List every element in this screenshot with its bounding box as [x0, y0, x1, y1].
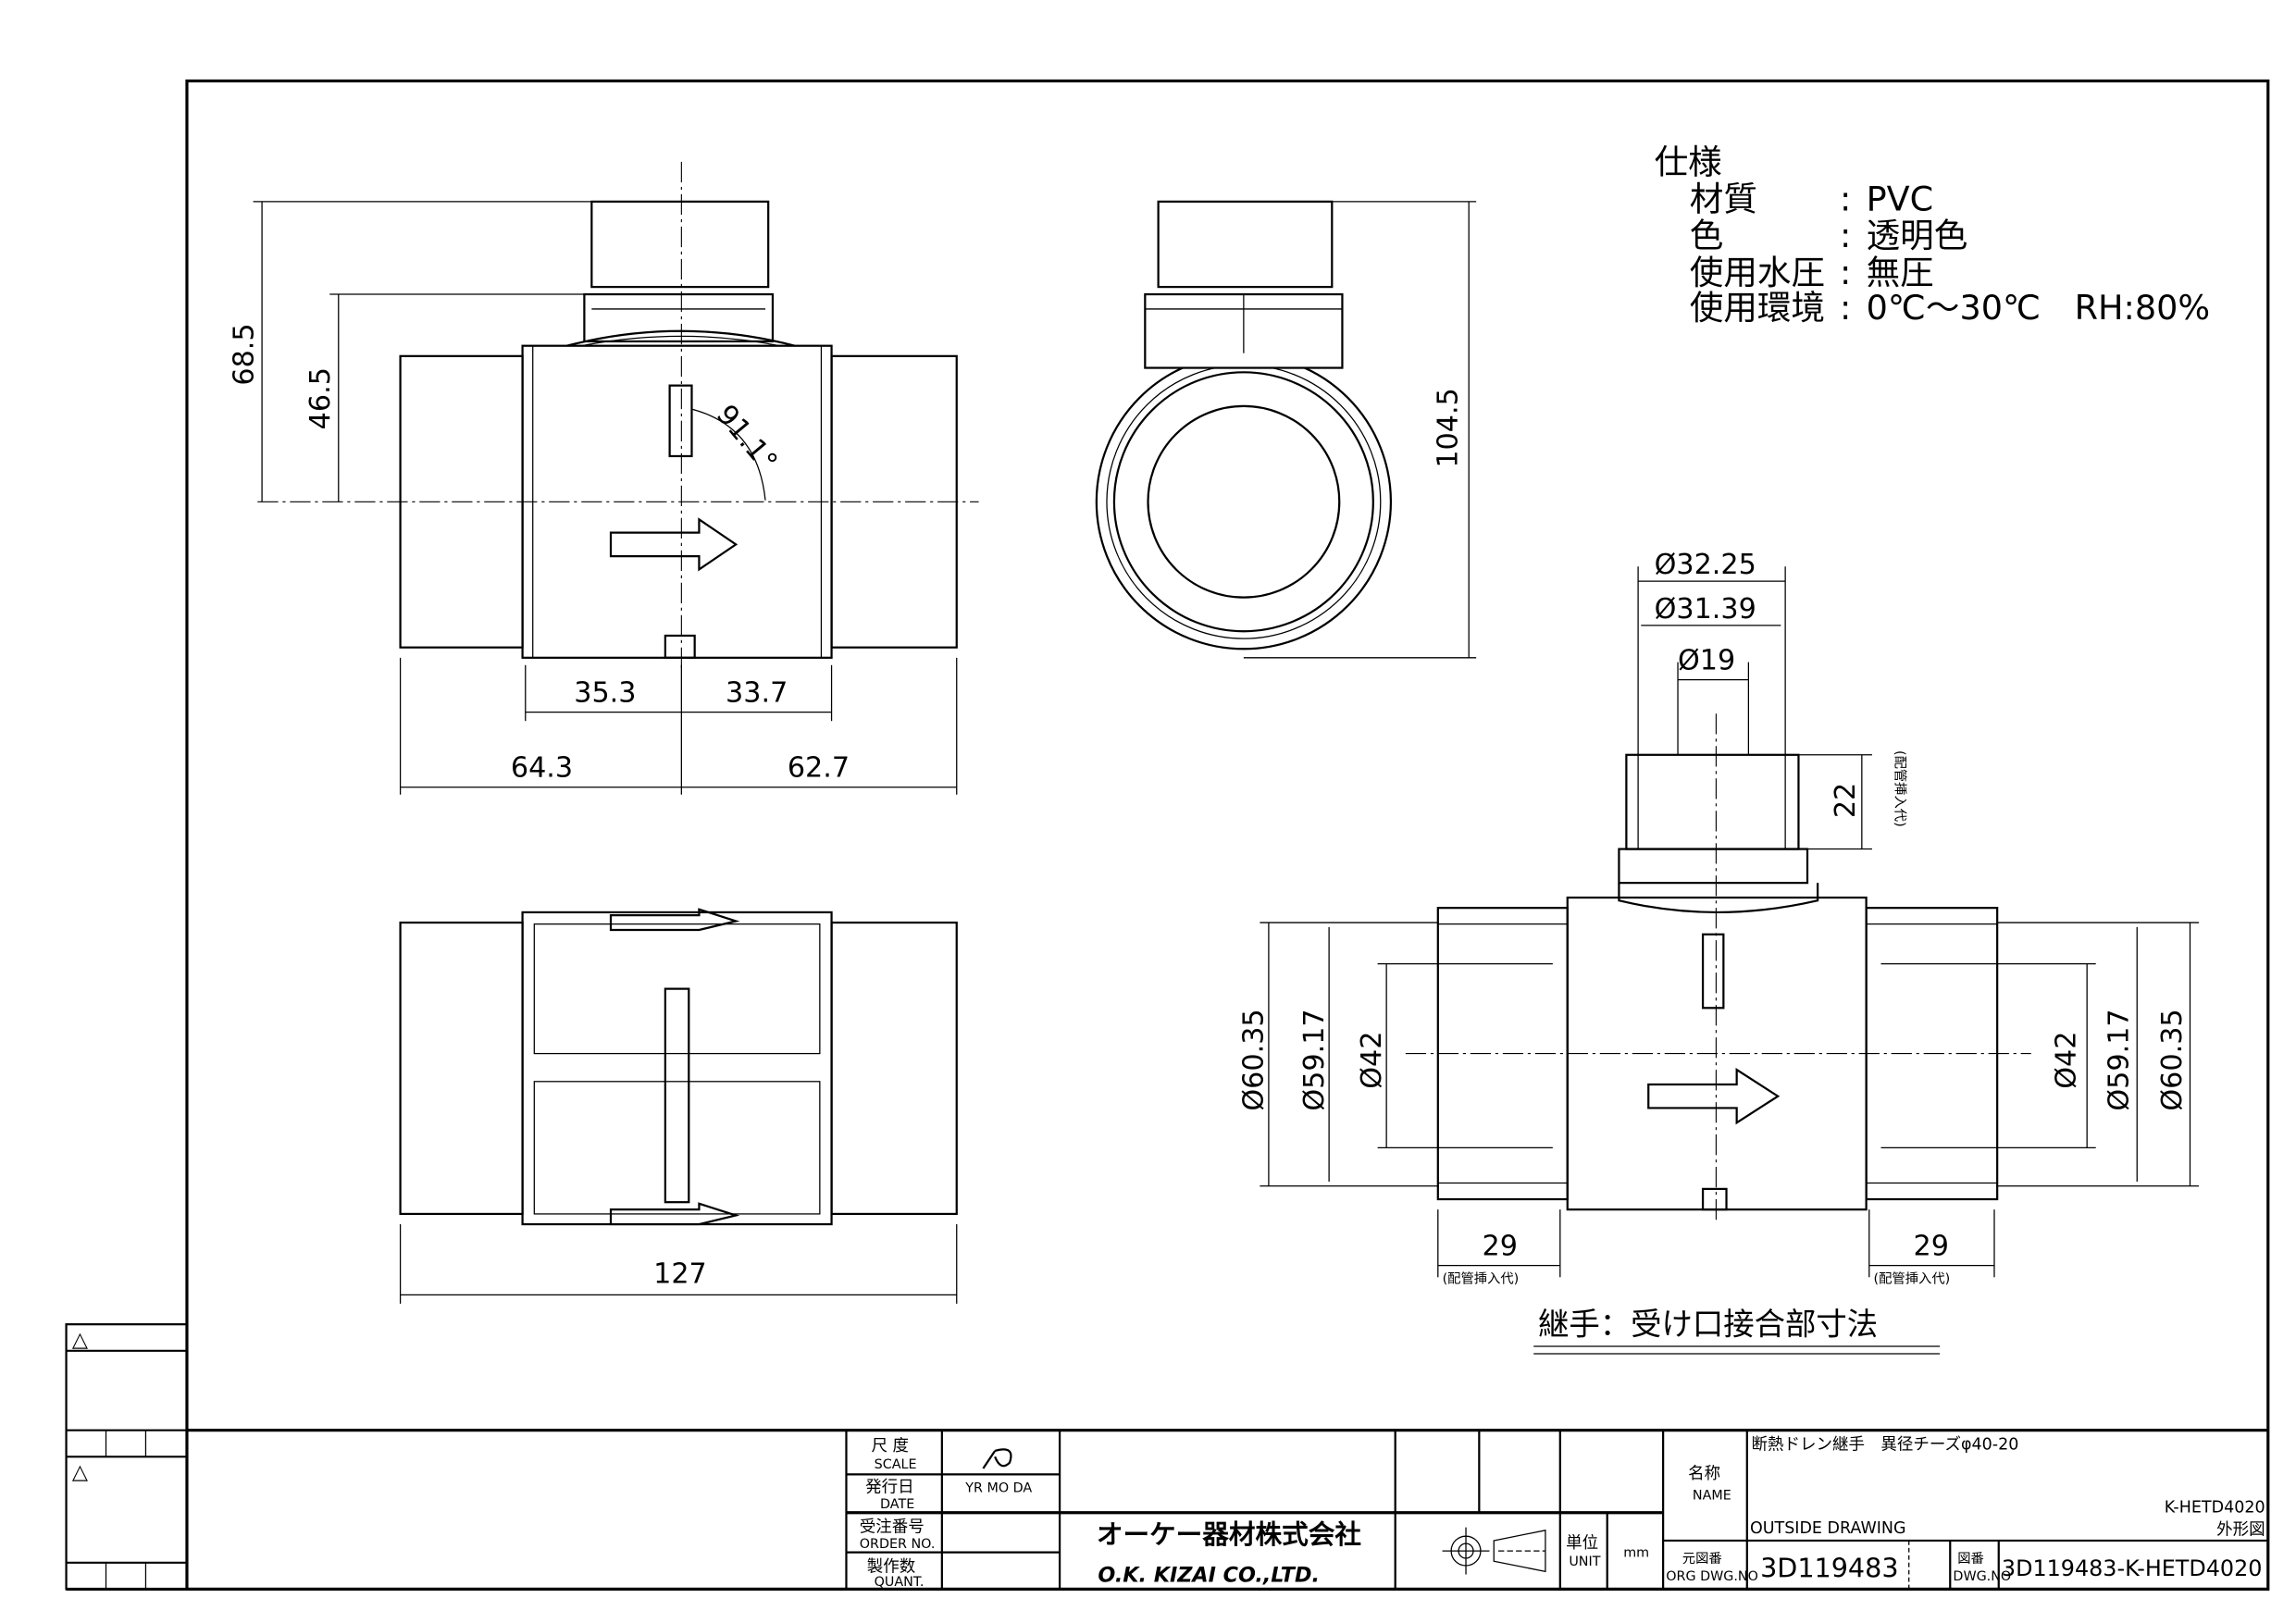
insert-note: (配管挿入代): [1892, 750, 1907, 827]
insert-note: (配管挿入代): [1443, 1271, 1520, 1287]
date-en: DATE: [880, 1497, 914, 1512]
spec-sep: :: [1840, 179, 1851, 218]
bottom-view: 127: [399, 908, 958, 1304]
dim-127: 127: [653, 1258, 707, 1291]
spec-label: 色: [1690, 216, 1724, 255]
name-en: NAME: [1693, 1488, 1731, 1503]
product-name: 断熱ドレン継手 異径チーズφ40-20: [1752, 1435, 2019, 1454]
date-value: YR MO DA: [964, 1481, 1032, 1495]
company-name-en: O.K. KIZAI CO.,LTD.: [1098, 1563, 1319, 1587]
org-en: ORG DWG.NO: [1666, 1569, 1758, 1584]
dim-right-d59-17: Ø59.17: [2104, 1009, 2136, 1110]
dim-right-d42: Ø42: [2050, 1032, 2082, 1089]
dim-22: 22: [1830, 783, 1862, 818]
scale-ns-mark: [982, 1448, 1012, 1469]
dim-35-3: 35.3: [574, 677, 636, 710]
org-label: 元図番: [1682, 1551, 1722, 1567]
section-view: Ø32.25 Ø31.39 Ø19 22 (配管挿入代) Ø60.35 Ø59.…: [1238, 549, 2200, 1355]
side-view: 104.5: [1095, 200, 1477, 659]
scale-label: 尺 度: [872, 1437, 910, 1456]
org-drawing-number: 3D119483: [1760, 1553, 1898, 1584]
dim-46-5: 46.5: [304, 367, 337, 429]
spec-label: 使用水圧: [1690, 253, 1825, 292]
dim-d32-25: Ø32.25: [1655, 549, 1756, 581]
revision-mark: △: [72, 1460, 89, 1484]
dwg-en: DWG.NO: [1953, 1569, 2011, 1584]
dim-d31-39: Ø31.39: [1655, 593, 1756, 626]
dwg-label: 図番: [1957, 1551, 1984, 1567]
drawing-type-en: OUTSIDE DRAWING: [1750, 1519, 1906, 1538]
quant-label: 製作数: [867, 1557, 915, 1576]
spec-label: 材質: [1690, 179, 1757, 218]
dim-64-3: 64.3: [511, 752, 573, 785]
dim-right-29: 29: [1913, 1230, 1948, 1262]
date-label: 発行日: [865, 1478, 913, 1496]
spec-block: 仕様 材質 : PVC 色 : 透明色 使用水圧 : 無圧 使用環境 : 0℃～…: [1655, 142, 2211, 328]
drawing-number: 3D119483-K-HETD4020: [2002, 1555, 2263, 1581]
dim-68-5: 68.5: [229, 323, 261, 385]
dim-left-d59-17: Ø59.17: [1298, 1009, 1331, 1110]
unit-value: mm: [1623, 1545, 1649, 1560]
unit-en: UNIT: [1569, 1555, 1600, 1569]
dim-right-d60-35: Ø60.35: [2156, 1009, 2189, 1110]
dim-left-d42: Ø42: [1356, 1032, 1388, 1089]
spec-sep: :: [1840, 288, 1851, 328]
model-number: K-HETD4020: [2165, 1499, 2265, 1518]
spec-value: 透明色: [1867, 216, 1968, 255]
title-block: 尺 度 SCALE 発行日 DATE YR MO DA 受注番号 ORDER N…: [66, 1429, 2268, 1592]
spec-value: 0℃～30℃ RH:80%: [1867, 288, 2211, 328]
dim-104-5: 104.5: [1432, 388, 1464, 467]
spec-sep: :: [1840, 216, 1851, 255]
dim-left-29: 29: [1483, 1230, 1518, 1262]
insert-note: (配管挿入代): [1874, 1271, 1951, 1287]
spec-value: PVC: [1867, 179, 1934, 218]
spec-label: 使用環境: [1690, 288, 1825, 328]
dim-d19: Ø19: [1678, 645, 1735, 677]
revision-mark: △: [72, 1328, 89, 1352]
name-label: 名称: [1688, 1465, 1720, 1483]
dim-62-7: 62.7: [788, 752, 850, 785]
section-caption: 継手：受け口接合部寸法: [1538, 1306, 1878, 1342]
company-name-jp: オーケー器材株式会社: [1097, 1518, 1361, 1550]
drawing-type-jp: 外形図: [2216, 1521, 2265, 1540]
order-en: ORDER NO.: [860, 1537, 936, 1552]
third-angle-projection-icon: [1442, 1527, 1546, 1575]
quant-en: QUANT.: [875, 1575, 925, 1590]
spec-value: 無圧: [1867, 253, 1934, 292]
dim-33-7: 33.7: [726, 677, 788, 710]
order-label: 受注番号: [860, 1518, 925, 1536]
dim-left-d60-35: Ø60.35: [1238, 1009, 1271, 1110]
spec-sep: :: [1840, 253, 1851, 292]
scale-en: SCALE: [875, 1457, 917, 1472]
unit-label: 単位: [1566, 1534, 1598, 1553]
spec-heading: 仕様: [1655, 142, 1722, 182]
